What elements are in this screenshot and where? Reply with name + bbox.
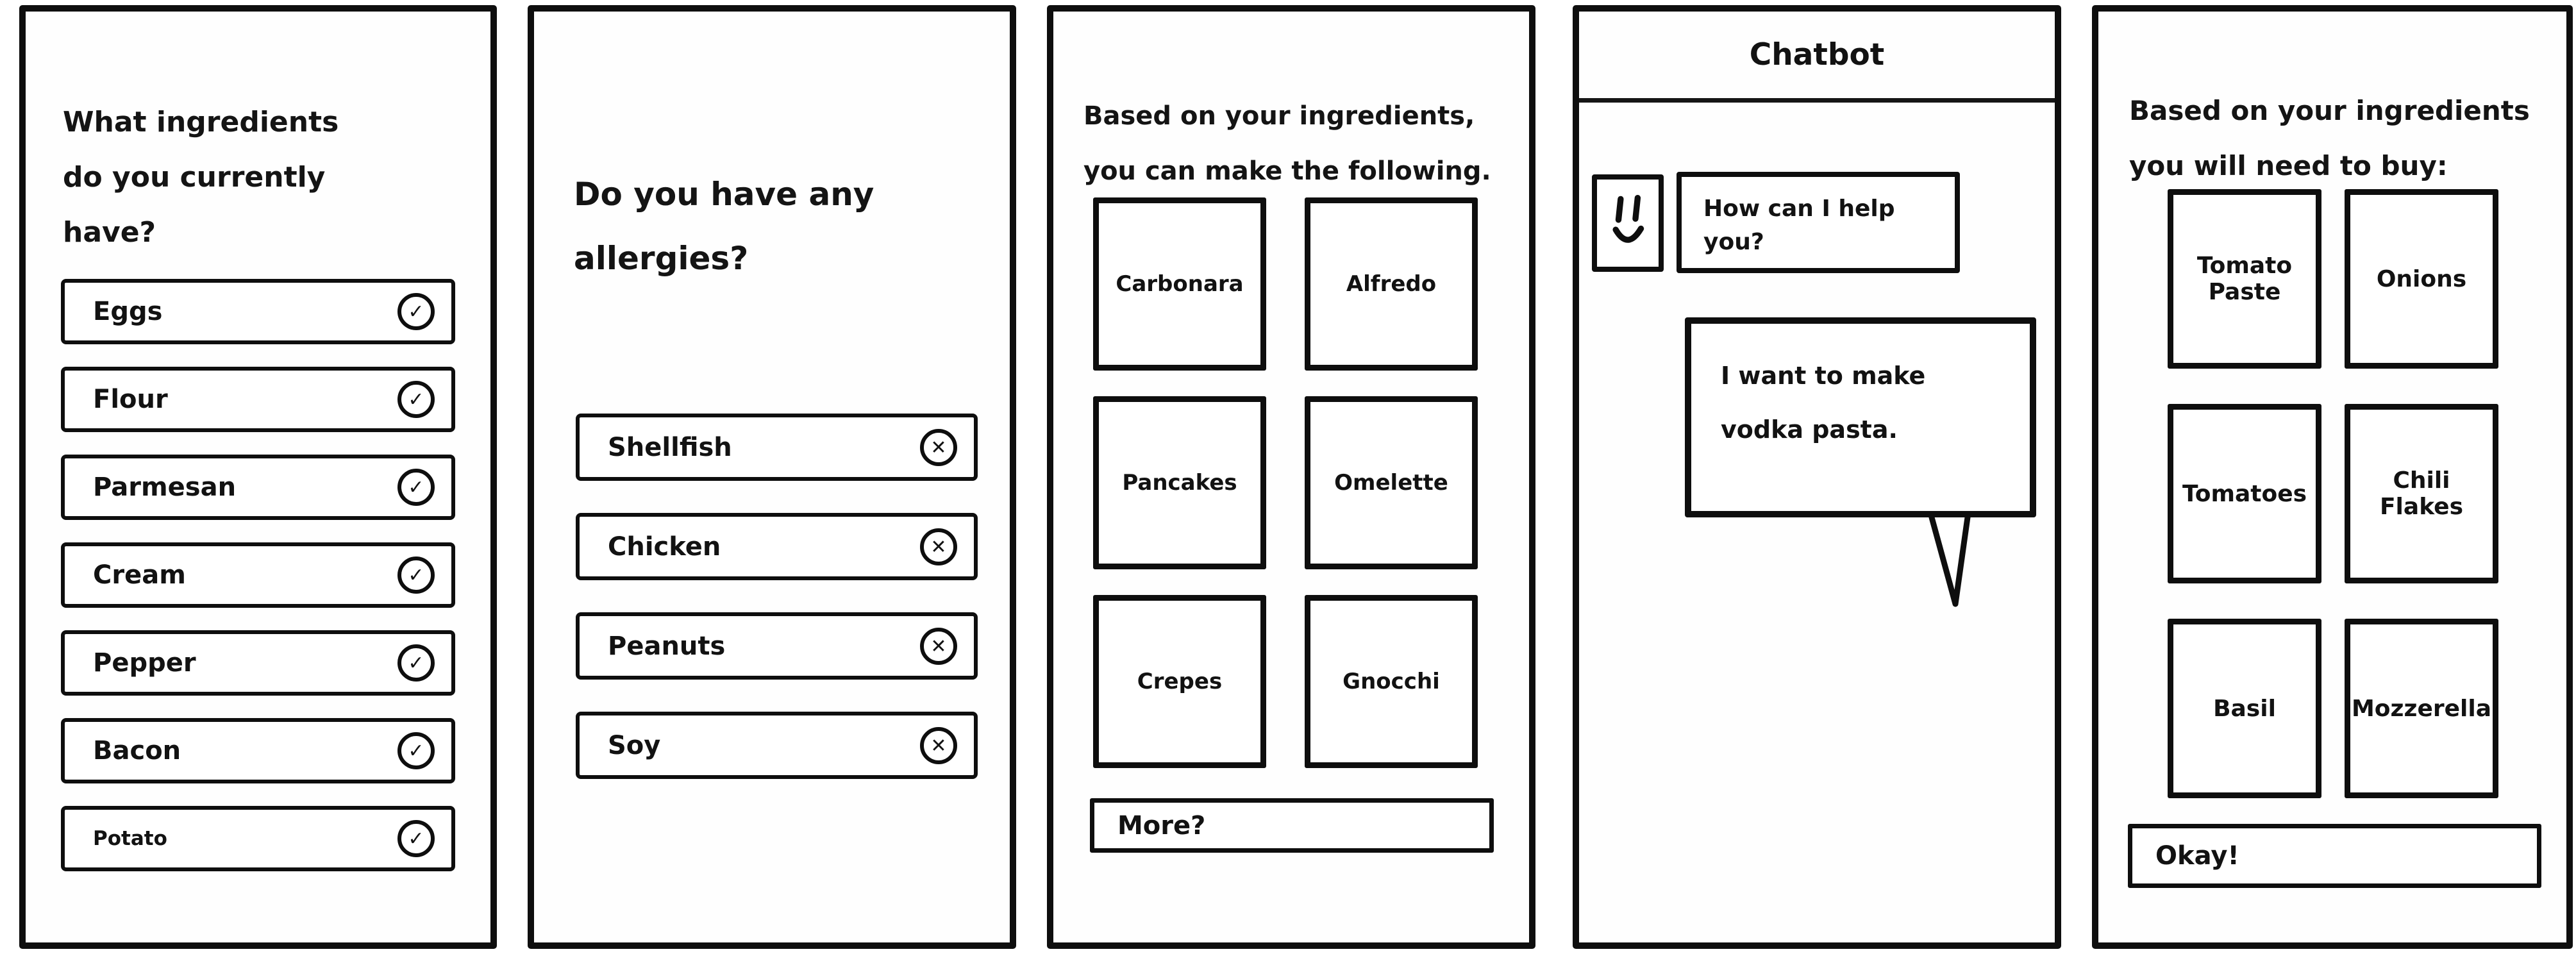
pantry-item-cream[interactable]: Cream ✓	[61, 542, 455, 608]
screen-shopping: Based on your ingredients you will need …	[2092, 5, 2573, 949]
check-circle-icon[interactable]: ✓	[397, 469, 435, 506]
allergy-item-soy[interactable]: Soy ✕	[576, 712, 978, 779]
ingredient-label: Parmesan	[93, 473, 237, 502]
recipe-card-crepes[interactable]: Crepes	[1093, 595, 1266, 768]
speech-bubble-tail	[1928, 515, 1971, 607]
x-glyph: ✕	[930, 436, 947, 459]
screen-chatbot: Chatbot How can I help you? I want to ma…	[1573, 5, 2061, 949]
recipe-card-omelette[interactable]: Omelette	[1305, 396, 1478, 569]
buy-card-tomato-paste[interactable]: Tomato Paste	[2168, 189, 2321, 369]
allergy-label: Shellfish	[608, 432, 732, 462]
allergies-heading: Do you have any allergies?	[574, 176, 874, 277]
ingredient-label: Pepper	[93, 648, 196, 678]
recipes-heading: Based on your ingredients, you can make …	[1083, 101, 1491, 186]
bot-message-text: How can I help you?	[1703, 196, 1895, 256]
ingredient-label: Eggs	[93, 297, 163, 326]
check-circle-icon[interactable]: ✓	[397, 381, 435, 418]
user-message-text: I want to make vodka pasta.	[1721, 362, 1926, 444]
check-circle-icon[interactable]: ✓	[397, 293, 435, 330]
ingredient-label: Flour	[93, 385, 168, 414]
buy-label: Tomatoes	[2182, 480, 2307, 507]
buy-label: Basil	[2213, 695, 2276, 722]
chatbot-title: Chatbot	[1749, 37, 1885, 72]
check-circle-icon[interactable]: ✓	[397, 644, 435, 682]
check-circle-icon[interactable]: ✓	[397, 820, 435, 857]
x-glyph: ✕	[930, 635, 947, 658]
ingredient-label: Bacon	[93, 736, 181, 766]
check-glyph: ✓	[408, 476, 424, 499]
recipe-card-carbonara[interactable]: Carbonara	[1093, 197, 1266, 371]
x-glyph: ✕	[930, 734, 947, 757]
pantry-item-eggs[interactable]: Eggs ✓	[61, 279, 455, 344]
check-glyph: ✓	[408, 564, 424, 587]
recipe-card-alfredo[interactable]: Alfredo	[1305, 197, 1478, 371]
shopping-heading: Based on your ingredients you will need …	[2129, 95, 2530, 182]
check-glyph: ✓	[408, 740, 424, 762]
check-glyph: ✓	[408, 389, 424, 411]
okay-button[interactable]: Okay!	[2128, 824, 2541, 888]
buy-card-basil[interactable]: Basil	[2168, 619, 2321, 798]
screen-pantry: What ingredients do you currently have? …	[19, 5, 497, 949]
user-message-bubble: I want to make vodka pasta.	[1685, 317, 2036, 517]
screen-allergies: Do you have any allergies? Shellfish ✕ C…	[528, 5, 1016, 949]
okay-button-label: Okay!	[2155, 841, 2239, 871]
recipe-card-gnocchi[interactable]: Gnocchi	[1305, 595, 1478, 768]
x-glyph: ✕	[930, 535, 947, 558]
allergy-item-peanuts[interactable]: Peanuts ✕	[576, 612, 978, 680]
buy-label: Onions	[2376, 265, 2467, 292]
check-glyph: ✓	[408, 828, 424, 850]
recipe-label: Gnocchi	[1342, 669, 1440, 694]
remove-circle-icon[interactable]: ✕	[920, 726, 957, 764]
buy-label: Mozzerella	[2351, 695, 2492, 722]
more-button-label: More?	[1117, 810, 1206, 841]
smiley-icon	[1612, 195, 1644, 243]
pantry-item-flour[interactable]: Flour ✓	[61, 367, 455, 432]
buy-label: Tomato Paste	[2196, 253, 2293, 305]
allergy-item-chicken[interactable]: Chicken ✕	[576, 513, 978, 580]
pantry-item-bacon[interactable]: Bacon ✓	[61, 718, 455, 783]
chatbot-header: Chatbot	[1579, 12, 2055, 103]
check-circle-icon[interactable]: ✓	[397, 732, 435, 769]
remove-circle-icon[interactable]: ✕	[920, 627, 957, 665]
ingredient-label: Potato	[93, 827, 167, 850]
ingredient-label: Cream	[93, 560, 186, 590]
buy-card-onions[interactable]: Onions	[2345, 189, 2498, 369]
remove-circle-icon[interactable]: ✕	[920, 428, 957, 466]
pantry-item-parmesan[interactable]: Parmesan ✓	[61, 455, 455, 520]
allergy-label: Chicken	[608, 531, 721, 562]
bot-avatar	[1592, 174, 1664, 272]
recipe-label: Pancakes	[1122, 470, 1237, 496]
check-glyph: ✓	[408, 652, 424, 674]
allergy-item-shellfish[interactable]: Shellfish ✕	[576, 414, 978, 481]
buy-label: Chili Flakes	[2379, 467, 2464, 520]
pantry-heading: What ingredients do you currently have?	[63, 106, 339, 249]
screen-recipes: Based on your ingredients, you can make …	[1047, 5, 1535, 949]
buy-card-tomatoes[interactable]: Tomatoes	[2168, 404, 2321, 583]
buy-card-mozzerella[interactable]: Mozzerella	[2345, 619, 2498, 798]
check-circle-icon[interactable]: ✓	[397, 556, 435, 594]
recipe-label: Alfredo	[1346, 271, 1437, 297]
recipe-label: Carbonara	[1116, 271, 1244, 297]
remove-circle-icon[interactable]: ✕	[920, 528, 957, 565]
pantry-item-potato[interactable]: Potato ✓	[61, 806, 455, 871]
allergy-label: Soy	[608, 730, 661, 760]
recipe-label: Omelette	[1334, 470, 1448, 496]
allergy-label: Peanuts	[608, 631, 726, 661]
bot-message-bubble: How can I help you?	[1677, 172, 1960, 273]
recipe-card-pancakes[interactable]: Pancakes	[1093, 396, 1266, 569]
buy-card-chili-flakes[interactable]: Chili Flakes	[2345, 404, 2498, 583]
recipe-label: Crepes	[1137, 669, 1223, 694]
pantry-item-pepper[interactable]: Pepper ✓	[61, 630, 455, 696]
more-button[interactable]: More?	[1090, 798, 1494, 853]
check-glyph: ✓	[408, 301, 424, 323]
